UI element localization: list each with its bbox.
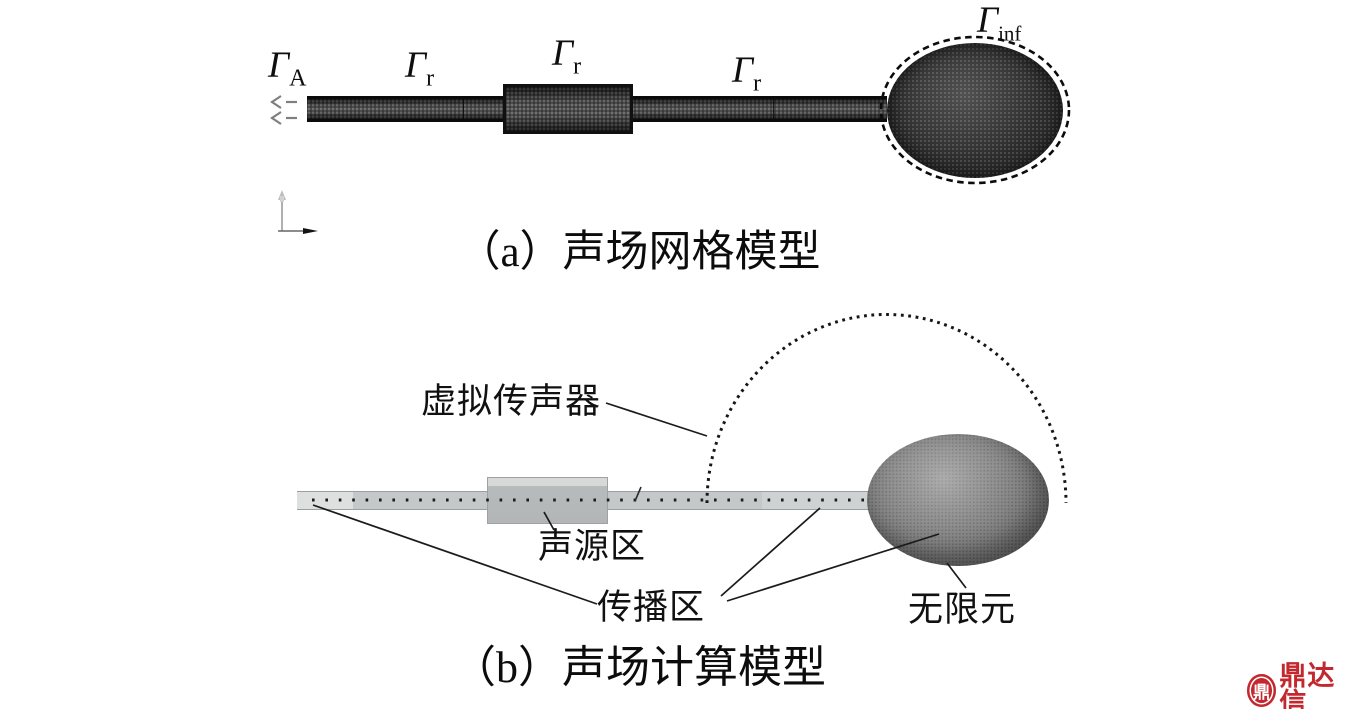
duct-b-inlet-segment: [297, 492, 353, 509]
label-gamma-inf: Γinf: [977, 0, 1022, 46]
leader-propagation-duct: [720, 507, 821, 597]
label-gamma-r3: Γr: [732, 50, 762, 97]
mesh-sphere-b: [867, 434, 1049, 566]
caption-panel-b: （b）声场计算模型: [452, 643, 826, 692]
logo-text: 鼎达信: [1279, 661, 1336, 709]
label-gamma-A: ΓA: [268, 45, 307, 92]
label-gamma-r2: Γr: [552, 33, 582, 80]
axis-icon-a: [278, 190, 318, 234]
logo-emblem-icon: 鼎: [1247, 673, 1277, 707]
duct-b-outlet-segment: [762, 492, 868, 509]
mesh-sphere-a: [887, 43, 1063, 178]
duct-seam-a2: [773, 99, 774, 119]
mesh-expansion-chamber-a: [503, 84, 633, 134]
duct-seam-a1: [463, 99, 464, 119]
inlet-arrows-icon: [270, 95, 297, 125]
source-chamber-b: [487, 477, 608, 524]
label-infinite-element: 无限元: [908, 590, 1017, 629]
leader-virtual-microphone: [605, 402, 708, 437]
leader-infinite-element: [946, 562, 967, 589]
watermark-logo: 鼎 鼎达信: [1247, 663, 1354, 709]
label-source-region: 声源区: [538, 527, 647, 566]
label-gamma-r1: Γr: [405, 45, 435, 92]
label-propagation-region: 传播区: [597, 588, 706, 627]
label-virtual-microphone: 虚拟传声器: [421, 382, 602, 421]
caption-panel-a: （a）声场网格模型: [457, 229, 821, 276]
